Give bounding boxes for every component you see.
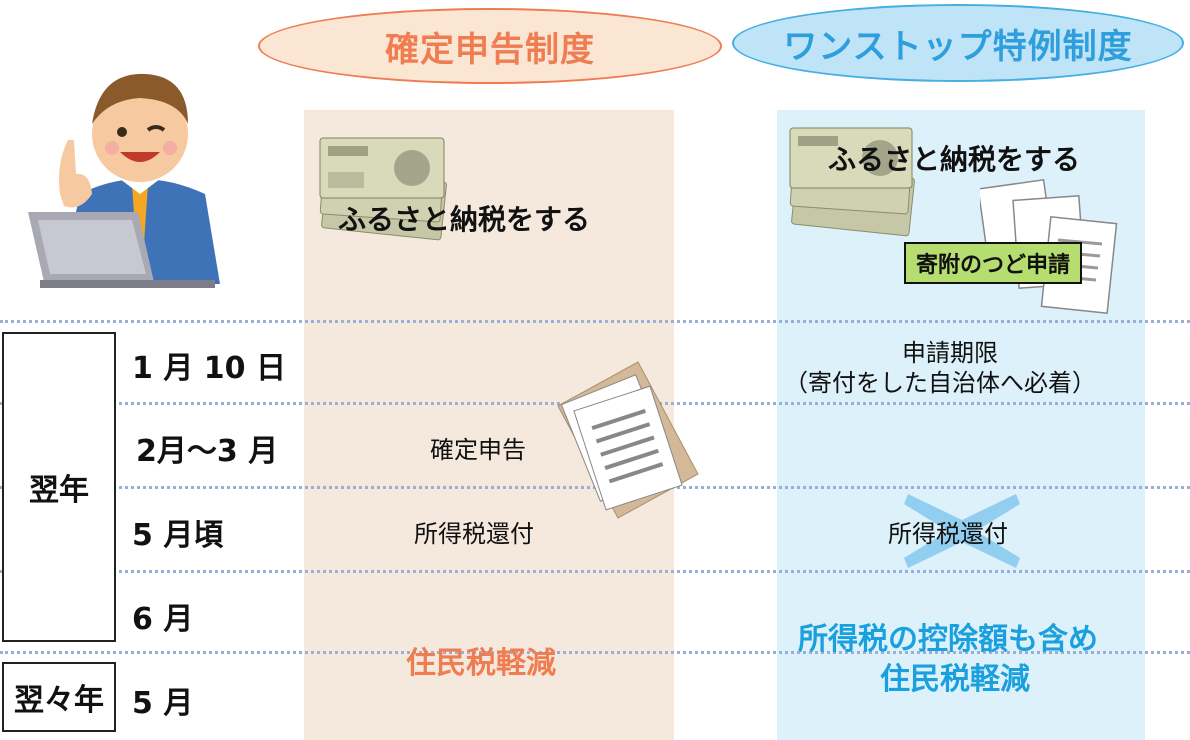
left-resident-tax-reduction: 住民税軽減: [406, 646, 556, 681]
yen-bills-icon: [319, 137, 447, 241]
left-tax-return: 確定申告: [430, 436, 526, 464]
row-divider: [0, 651, 1190, 654]
cross-mark-icon: [904, 494, 1020, 568]
right-deadline-title: 申請期限: [902, 339, 998, 367]
apply-each-time-tag: 寄附のつど申請: [904, 242, 1083, 284]
header-one-stop: ワンストップ特例制度: [732, 4, 1184, 82]
date-june: 6 月: [132, 602, 194, 637]
right-donate-text: ふるさと納税をする: [828, 143, 1081, 176]
date-feb-mar: 2月～3 月: [136, 434, 279, 469]
right-resident-line2: 住民税軽減: [880, 662, 1030, 697]
row-divider: [0, 570, 1190, 573]
year-label-next: 翌年: [2, 332, 116, 642]
right-resident-line1: 所得税の控除額も含め: [798, 622, 1098, 657]
header-kakutei-shinkoku: 確定申告制度: [258, 8, 722, 84]
year-label-after-next: 翌々年: [2, 662, 116, 732]
man-pointing-laptop-icon: [28, 73, 220, 288]
right-income-tax-refund-crossed: 所得税還付: [888, 520, 1008, 548]
date-may: 5 月: [132, 686, 194, 721]
yen-bills-icon: [789, 127, 915, 237]
right-deadline-note: （寄付をした自治体へ必着）: [784, 369, 1096, 397]
left-donate-text: ふるさと納税をする: [338, 203, 591, 236]
row-divider: [0, 320, 1190, 323]
left-income-tax-refund: 所得税還付: [414, 520, 534, 548]
date-may-approx: 5 月頃: [132, 518, 224, 553]
date-jan-10: 1 月 10 日: [132, 351, 286, 386]
documents-icon: [557, 361, 699, 519]
